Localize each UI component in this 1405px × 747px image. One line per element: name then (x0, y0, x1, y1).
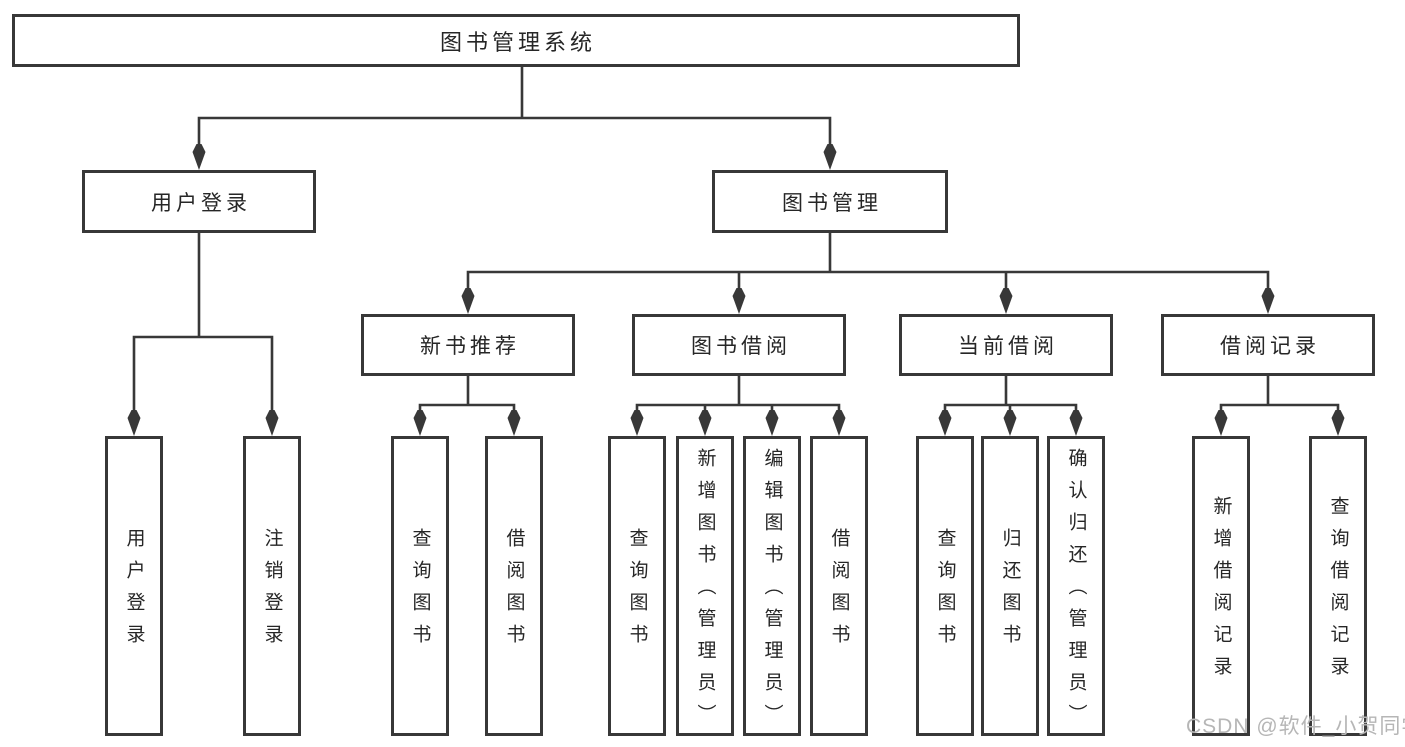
node-label: 查询图书 (934, 528, 956, 656)
node-label: 借阅图书 (828, 528, 850, 656)
node-label: 注销登录 (261, 528, 283, 656)
node-label: 图书管理系统 (439, 29, 596, 55)
node-label: 图书借阅 (691, 335, 791, 358)
node-label: 查询图书 (409, 528, 431, 656)
node-label: 归还图书 (999, 528, 1021, 656)
node-label: 查询借阅记录 (1327, 496, 1349, 688)
node-label: 图书管理 (782, 191, 882, 215)
leaf-add-borrow-record: 新增借阅记录 (1192, 436, 1250, 736)
node-new-book-recommend: 新书推荐 (361, 314, 575, 376)
node-label: 确认归还（管理员） (1065, 448, 1087, 736)
node-label: 用户登录 (123, 528, 145, 656)
node-label: 借阅记录 (1220, 335, 1320, 358)
node-book-borrowing: 图书借阅 (632, 314, 846, 376)
node-label: 编辑图书（管理员） (761, 448, 783, 736)
node-borrowing-records: 借阅记录 (1161, 314, 1375, 376)
node-label: 借阅图书 (503, 528, 525, 656)
node-label: 用户登录 (151, 191, 251, 215)
node-current-borrowing: 当前借阅 (899, 314, 1113, 376)
node-label: 当前借阅 (958, 335, 1058, 358)
csdn-watermark: CSDN @软件_小贺同学 (1186, 715, 1405, 738)
leaf-user-login: 用户登录 (105, 436, 163, 736)
node-label: 新书推荐 (420, 335, 520, 358)
leaf-query-books-current: 查询图书 (916, 436, 974, 736)
leaf-query-borrow-record: 查询借阅记录 (1309, 436, 1367, 736)
node-label: 新增图书（管理员） (694, 448, 716, 736)
leaf-edit-book-admin: 编辑图书（管理员） (743, 436, 801, 736)
node-book-management: 图书管理 (712, 170, 948, 233)
leaf-query-books-borrowing: 查询图书 (608, 436, 666, 736)
leaf-add-book-admin: 新增图书（管理员） (676, 436, 734, 736)
node-label: 查询图书 (626, 528, 648, 656)
leaf-borrow-books-recommend: 借阅图书 (485, 436, 543, 736)
leaf-return-book: 归还图书 (981, 436, 1039, 736)
node-user-login: 用户登录 (82, 170, 316, 233)
node-label: 新增借阅记录 (1210, 496, 1232, 688)
leaf-borrow-books: 借阅图书 (810, 436, 868, 736)
leaf-confirm-return-admin: 确认归还（管理员） (1047, 436, 1105, 736)
node-library-system: 图书管理系统 (12, 14, 1020, 67)
leaf-logout: 注销登录 (243, 436, 301, 736)
leaf-query-books-recommend: 查询图书 (391, 436, 449, 736)
